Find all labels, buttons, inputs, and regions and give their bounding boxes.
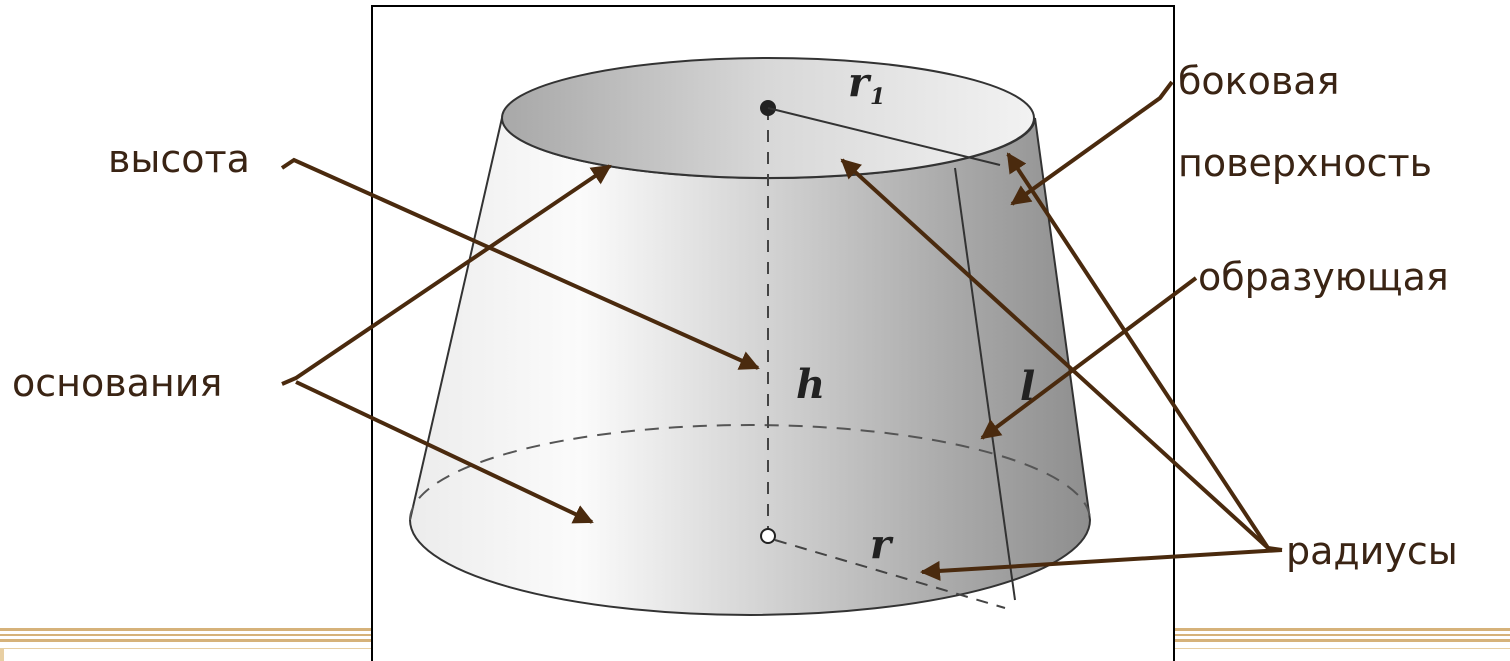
- arrow-lateral-surface: [1010, 80, 1174, 206]
- height-symbol: h: [796, 361, 825, 408]
- bottom-center-point: [760, 528, 776, 544]
- label-generator: образующая: [1198, 255, 1449, 299]
- arrow-bases-top: [281, 164, 612, 386]
- arrow-bases-bottom: [295, 380, 594, 524]
- arrow-radii-mid: [1006, 152, 1270, 550]
- top-radius-symbol: r: [848, 59, 872, 106]
- bottom-radius-symbol: r: [870, 521, 894, 568]
- label-radii: радиусы: [1286, 529, 1458, 573]
- bottom-radius-line: [774, 539, 1006, 609]
- bottom-base-hidden-edge: [409, 424, 1091, 521]
- label-bases: основания: [12, 361, 222, 405]
- label-lateral-line1: боковая: [1178, 59, 1339, 103]
- top-radius-line: [767, 107, 1001, 166]
- arrow-radii-bottom: [920, 548, 1283, 581]
- label-lateral-line2: поверхность: [1178, 141, 1432, 185]
- slant-generator-line: [954, 167, 1016, 601]
- slant-symbol: l: [1020, 363, 1035, 410]
- arrow-generator: [980, 276, 1198, 440]
- label-height: высота: [108, 137, 250, 181]
- arrow-height: [280, 157, 760, 370]
- top-radius-subscript: 1: [870, 84, 885, 110]
